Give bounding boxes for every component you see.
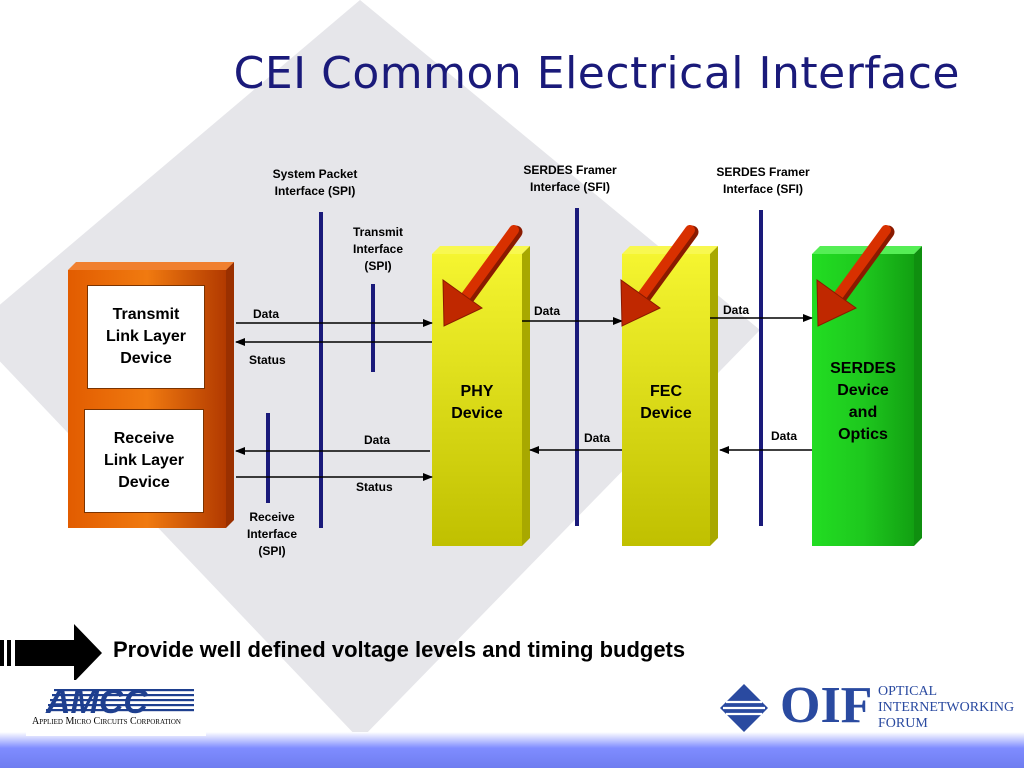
phy-fec-data-label: Data [534,304,561,318]
phy-label-line2: Device [451,405,503,422]
phy-label-line1: PHY [460,383,494,400]
fec-device-label: FEC Device [622,381,710,425]
fec-serdes-data-label: Data [723,303,750,317]
oif-subtitle: OPTICAL INTERNETWORKING FORUM [878,684,1014,732]
fec-label-line1: FEC [650,383,682,400]
slide-title: CEI Common Electrical Interface [233,48,960,99]
bullet-arrow-icon [0,624,102,682]
spi-system-line2: Interface (SPI) [274,184,356,198]
rx-status-label: Status [356,480,393,494]
transmit-line1: Transmit [112,306,180,323]
phy-device-label: PHY Device [432,381,522,425]
serdes-label-line2: Device [837,382,889,399]
spi-system-line1: System Packet [272,167,358,181]
spi-transmit-line3: (SPI) [364,259,392,273]
red-arrow-phy [442,225,523,327]
fec-label-line2: Device [640,405,692,422]
amcc-subtitle: Applied Micro Circuits Corporation [32,716,181,727]
amcc-wordmark: AMCC [45,683,194,720]
tagline-text: Provide well defined voltage levels and … [113,637,686,662]
serdes-fec-data-label: Data [771,429,798,443]
oif-sub-line1: OPTICAL [878,684,938,699]
spi-receive-line2: Interface [246,527,298,541]
fec-phy-data-label: Data [584,431,611,445]
red-arrow-serdes [816,225,895,327]
oif-diamond-icon [720,684,768,732]
tx-data-label: Data [253,307,280,321]
oif-logo: OIF OPTICAL INTERNETWORKING FORUM [716,677,1022,736]
oif-main-text: OIF [780,677,873,734]
sfi-2-line1: SERDES Framer [716,165,810,179]
spi-transmit-line1: Transmit [352,225,403,239]
spi-receive-label: Receive Interface (SPI) [232,509,312,560]
oif-sub-line3: FORUM [878,716,928,731]
spi-receive-line3: (SPI) [258,544,286,558]
spi-system-label: System Packet Interface (SPI) [255,166,375,200]
tx-status-label: Status [249,353,286,367]
serdes-label-line3: and [848,404,878,421]
transmit-line2: Link Layer [105,328,187,345]
red-arrow-fec [620,225,699,327]
spi-receive-line1: Receive [249,510,295,524]
sfi-2-line2: Interface (SFI) [722,182,803,196]
transmit-line3: Device [120,350,172,367]
oif-sub-line2: INTERNETWORKING [878,700,1015,715]
receive-device-box: Receive Link Layer Device [84,409,204,513]
rx-data-label: Data [364,433,391,447]
amcc-main-text: AMCC [45,683,148,720]
receive-line2: Link Layer [103,452,185,469]
sfi-1-label: SERDES Framer Interface (SFI) [505,162,635,196]
sfi-1-line2: Interface (SFI) [529,180,610,194]
footer-bar [0,732,1024,768]
receive-line3: Device [118,474,170,491]
receive-line1: Receive [113,430,175,447]
sfi-2-label: SERDES Framer Interface (SFI) [698,164,828,198]
spi-transmit-label: Transmit Interface (SPI) [338,224,418,275]
sfi-1-line1: SERDES Framer [523,163,617,177]
spi-transmit-line2: Interface [352,242,404,256]
amcc-logo: AMCC Applied Micro Circuits Corporation [26,680,206,736]
serdes-label-line4: Optics [838,426,888,443]
serdes-label-line1: SERDES [830,360,896,377]
serdes-device-label: SERDES Device and Optics [812,358,914,446]
transmit-device-box: Transmit Link Layer Device [87,285,205,389]
